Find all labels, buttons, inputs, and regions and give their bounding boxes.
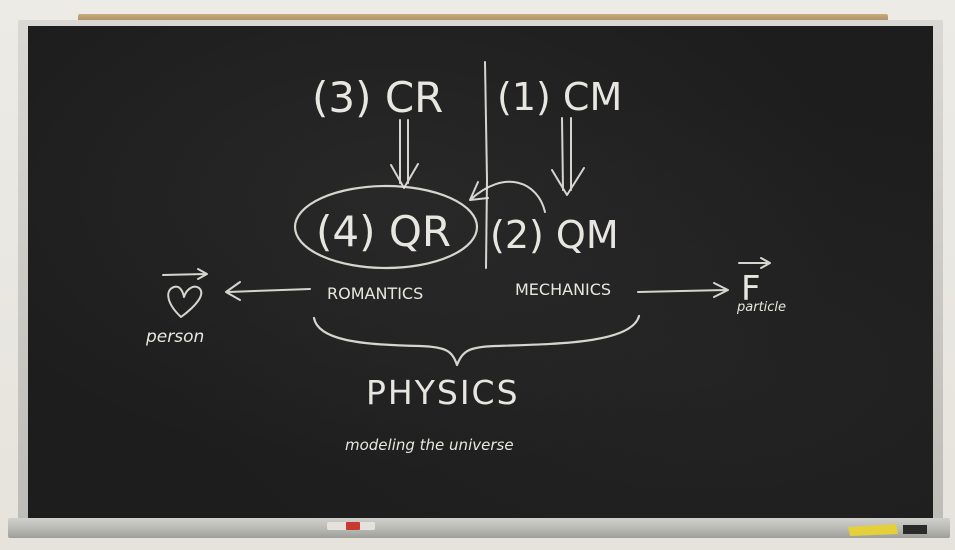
curved-arrow-qm-to-qr <box>469 180 546 213</box>
curly-brace <box>312 314 641 367</box>
chalk-piece-red <box>346 522 360 530</box>
label-physics: PHYSICS <box>366 373 520 412</box>
label-person: person <box>145 327 204 347</box>
qr-ellipse <box>293 184 479 270</box>
chalk-tray <box>8 518 950 538</box>
label-classical-mechanics: (1) CM <box>497 75 622 119</box>
eraser <box>848 524 898 536</box>
label-particle: particle <box>736 300 786 315</box>
vector-bar-f <box>738 257 771 269</box>
label-force-symbol: F <box>741 269 761 309</box>
arrow-mechanics-to-particle <box>637 282 729 298</box>
arrow-romantics-to-person <box>225 281 311 301</box>
heart-icon <box>167 285 203 318</box>
label-romantics: ROMANTICS <box>327 284 423 303</box>
wooden-map-rail <box>78 14 888 22</box>
center-divider-line <box>484 61 488 269</box>
blackboard <box>28 26 933 518</box>
eraser-pad <box>903 525 927 534</box>
vector-bar-heart <box>162 268 208 280</box>
label-classical-relationships: (3) CR <box>312 73 443 122</box>
label-subtitle: modeling the universe <box>345 436 514 454</box>
label-quantum-mechanics: (2) QM <box>490 213 619 257</box>
arrow-cm-to-qm <box>551 117 585 196</box>
arrow-cr-to-qr <box>390 119 419 189</box>
label-quantum-relationships: (4) QR <box>316 207 451 256</box>
label-mechanics: MECHANICS <box>515 280 611 299</box>
